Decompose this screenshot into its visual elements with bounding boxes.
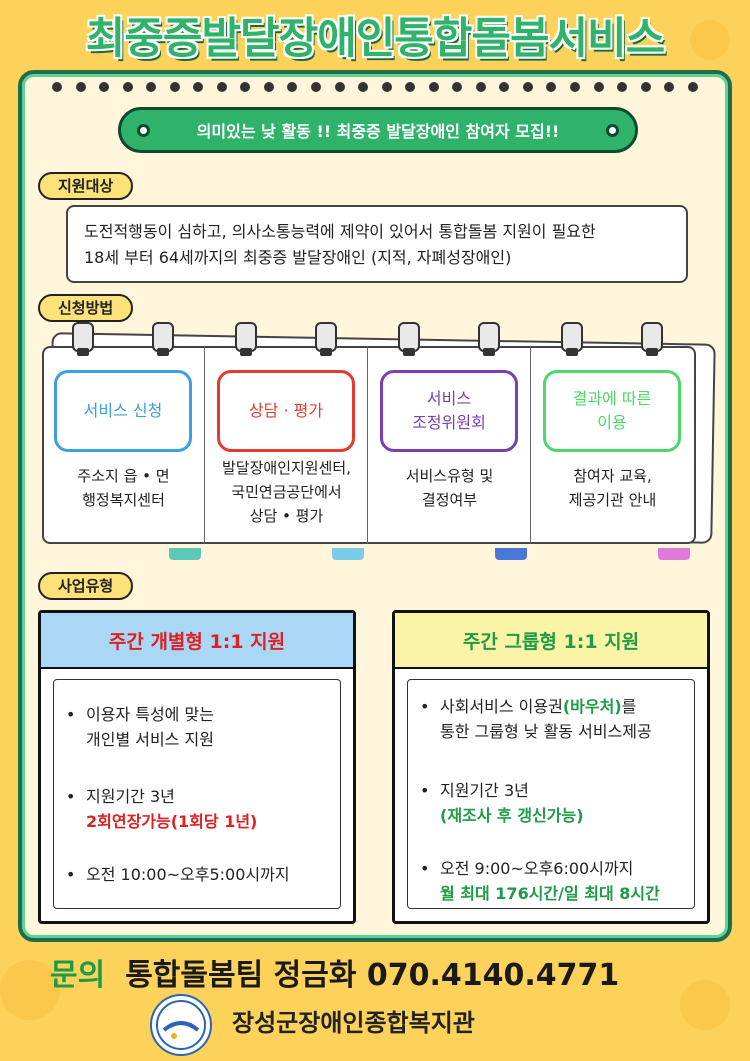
step-tab-3 [495,548,527,560]
step-3: 서비스 조정위원회 서비스유형 및 결정여부 [368,322,531,544]
banner-dot-right [606,124,619,137]
group-bullet-3: 오전 9:00~오후6:00시까지 월 최대 176시간/일 최대 8시간 [418,856,688,906]
step-4-title: 결과에 따른 이용 [543,370,681,452]
step-2-title: 상담 · 평가 [217,370,355,452]
group-bullet-2: 지원기간 3년 (재조사 후 갱신가능) [418,778,688,828]
organization-name: 장성군장애인종합복지관 [232,1009,475,1037]
target-tag: 지원대상 [38,172,134,200]
step-3-desc: 서비스유형 및 결정여부 [405,467,494,509]
step-3-title: 서비스 조정위원회 [380,370,518,452]
group-bullet-1: 사회서비스 이용권(바우처)를 통한 그룹형 낮 활동 서비스제공 [418,694,688,744]
individual-type-card: 주간 개별형 1:1 지원 이용자 특성에 맞는 개인별 서비스 지원 지원기간… [38,610,356,924]
step-tab-4 [658,548,690,560]
step-2: 상담 · 평가 발달장애인지원센터, 국민연금공단에서 상담 • 평가 [205,322,368,544]
inquiry-label: 문의 [50,958,106,993]
type-tag: 사업유형 [38,572,134,600]
step-tab-2 [332,548,364,560]
organization-logo-icon [150,994,212,1056]
individual-bullet-3: 오전 10:00~오후5:00시까지 [64,862,334,887]
step-tab-1 [169,548,201,560]
individual-bullet-2: 지원기간 3년 2회연장가능(1회당 1년) [64,784,334,834]
clip-icon [315,322,337,356]
group-type-card: 주간 그룹형 1:1 지원 사회서비스 이용권(바우처)를 통한 그룹형 낮 활… [392,610,710,924]
individual-type-title: 주간 개별형 1:1 지원 [41,613,353,669]
clip-icon [235,322,257,356]
banner-text: 의미있는 낮 활동 !! 최중증 발달장애인 참여자 모집!! [196,122,560,141]
page-title: 최중증발달장애인통합돌봄서비스 [85,14,665,64]
notice-board: 의미있는 낮 활동 !! 최중증 발달장애인 참여자 모집!! 지원대상 도전적… [18,70,732,942]
clip-icon [72,322,94,356]
clip-icon [478,322,500,356]
individual-bullet-1: 이용자 특성에 맞는 개인별 서비스 지원 [64,702,334,752]
clip-icon [152,322,174,356]
banner-dot-left [137,124,150,137]
target-line-1: 도전적행동이 심하고, 의사소통능력에 제약이 있어서 통합돌봄 지원이 필요한 [84,222,596,241]
step-4: 결과에 따른 이용 참여자 교육, 제공기관 안내 [531,322,694,544]
clip-icon [398,322,420,356]
clip-icon [641,322,663,356]
step-1-title: 서비스 신청 [54,370,192,452]
group-type-title: 주간 그룹형 1:1 지원 [395,613,707,669]
binder-rings [52,82,698,102]
method-tag: 신청방법 [38,294,134,322]
step-1-desc: 주소지 읍 • 면 행정복지센터 [77,467,170,509]
contact-text: 통합돌봄팀 정금화 070.4140.4771 [125,958,620,993]
step-1: 서비스 신청 주소지 읍 • 면 행정복지센터 [42,322,205,544]
target-line-2: 18세 부터 64세까지의 최중증 발달장애인 (지적, 자폐성장애인) [84,248,512,267]
recruit-banner: 의미있는 낮 활동 !! 최중증 발달장애인 참여자 모집!! [118,107,638,153]
step-4-desc: 참여자 교육, 제공기관 안내 [568,467,657,509]
target-description: 도전적행동이 심하고, 의사소통능력에 제약이 있어서 통합돌봄 지원이 필요한… [66,205,688,283]
step-2-desc: 발달장애인지원센터, 국민연금공단에서 상담 • 평가 [222,459,351,525]
contact-line: 문의 통합돌봄팀 정금화 070.4140.4771 [50,950,619,994]
application-steps: 서비스 신청 주소지 읍 • 면 행정복지센터 상담 · 평가 발달장애인지원센… [42,322,716,560]
clip-icon [561,322,583,356]
